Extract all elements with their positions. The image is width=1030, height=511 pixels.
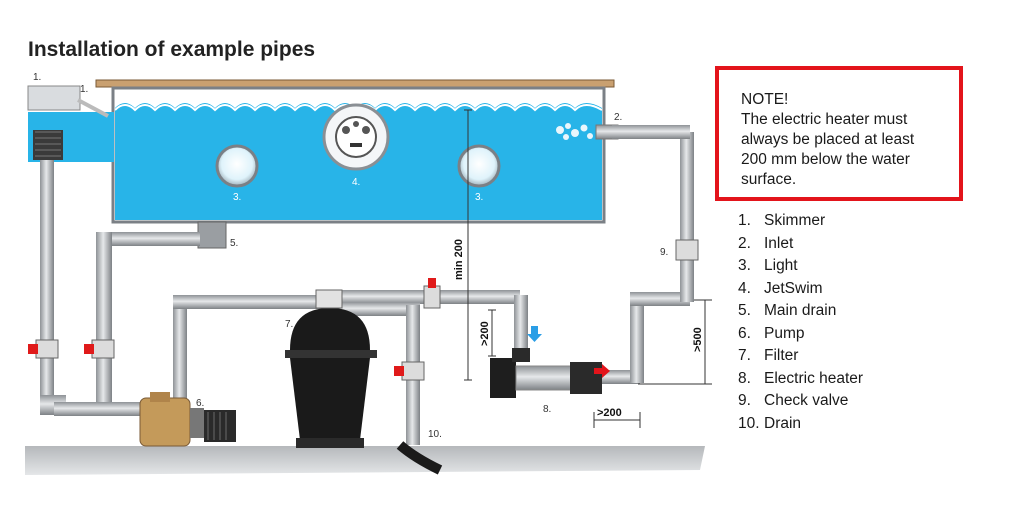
flow-arrow-down [527,326,542,342]
legend-item: 10.Drain [738,414,802,432]
note-line-2: always be placed at least [741,131,915,148]
skimmer-flap [77,98,109,118]
legend-item: 6.Pump [738,324,805,342]
skimmer-body [27,85,81,111]
note-line-1: The electric heater must [741,111,908,128]
dim-gt500: >500 [692,327,704,352]
note-box: NOTE! The electric heater must always be… [715,66,963,201]
skimmer-label-b: 1. [80,84,88,95]
legend-item: 7.Filter [738,347,799,364]
flow-arrow-right [594,364,610,378]
light-right [457,144,501,188]
legend-item: 9.Check valve [738,392,849,409]
pump [139,392,236,447]
light-right-label: 3. [475,192,483,203]
main-drain [197,221,227,249]
jetswim-label: 4. [352,177,360,188]
legend-item: 8.Electric heater [738,369,864,387]
check-valve-label: 9. [660,247,668,258]
note-heading: NOTE! [741,91,789,108]
light-left-label: 3. [233,192,241,203]
page-title: Installation of example pipes [28,38,316,61]
legend-item: 1.Skimmer [738,212,826,229]
electric-heater [490,348,602,398]
valves [28,278,441,381]
legend-item: 3.Light [738,257,798,274]
legend-item: 2.Inlet [738,234,794,252]
skimmer-basket [33,130,63,160]
dim-gt200-vertical: >200 [479,321,491,346]
dim-gt200-horizontal: >200 [597,407,622,419]
drain-label: 10. [428,429,442,440]
note-line-4: surface. [741,171,797,188]
dim-min200: min 200 [453,239,465,280]
skimmer-label-a: 1. [33,72,41,83]
pool-deck [95,79,615,88]
drain-hose [396,441,443,475]
check-valve [675,239,699,261]
main-drain-label: 5. [230,238,238,249]
pump-label: 6. [196,398,204,409]
filter-label: 7. [285,319,293,330]
note-line-3: 200 mm below the water [741,151,910,168]
legend-item: 5.Main drain [738,302,837,319]
inlet-bubbles [556,123,593,140]
inlet-label: 2. [614,112,622,123]
filter [285,289,377,448]
legend: 1.Skimmer 2.Inlet 3.Light 4.JetSwim 5.Ma… [738,212,863,437]
legend-item: 4.JetSwim [738,279,823,297]
light-left [215,144,259,188]
dimension-lines [464,109,712,428]
heater-label: 8. [543,404,551,415]
ground [25,446,705,475]
